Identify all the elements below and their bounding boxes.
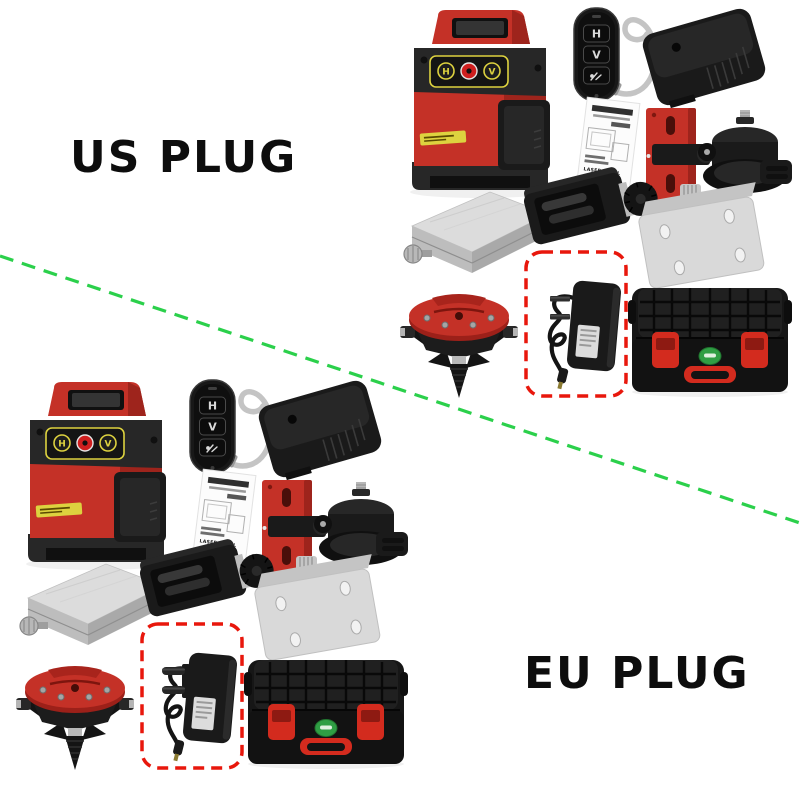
us-plug-label: US PLUG [70, 132, 298, 183]
product-kit-photo-us [398, 0, 798, 400]
kit-artwork [400, 6, 792, 398]
product-kit-photo-eu [14, 372, 414, 772]
eu-plug-label: EU PLUG [524, 648, 750, 699]
eu-plug-prongs [162, 664, 190, 698]
us-plug-prongs [550, 296, 570, 320]
kit-artwork [16, 378, 408, 770]
